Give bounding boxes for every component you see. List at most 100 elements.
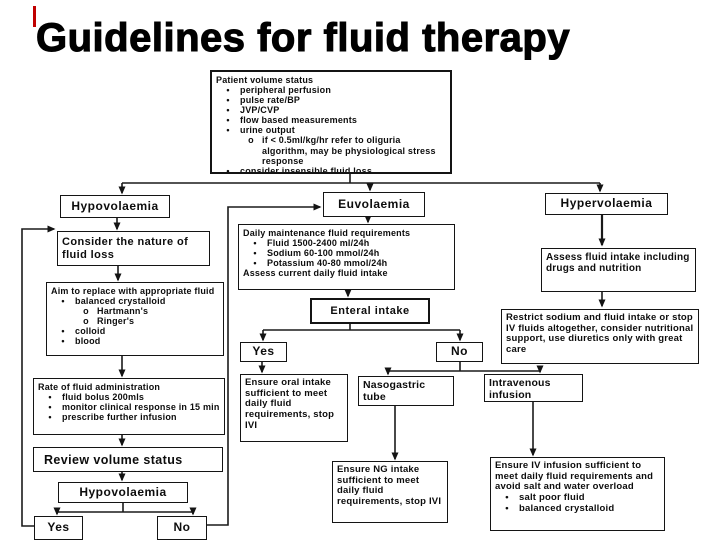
flow-text-line: Aim to replace with appropriate fluid [51, 286, 219, 296]
flow-text-line: Rate of fluid administration [38, 382, 220, 392]
bullet-dot-icon: • [226, 95, 230, 106]
flow-text-line: •pulse rate/BP [216, 95, 446, 105]
intravenous-infusion-box: Intravenous infusion [484, 374, 583, 402]
daily-maintenance-box: Daily maintenance fluid requirements•Flu… [238, 224, 455, 290]
flow-text: balanced crystalloid [519, 502, 615, 514]
bullet-circle-icon: o [248, 135, 254, 146]
bullet-dot-icon: • [61, 336, 65, 347]
flow-text: prescribe further infusion [62, 412, 177, 423]
flow-text-line: Restrict sodium and fluid intake or stop… [506, 312, 694, 356]
no-mid-split-line [388, 362, 540, 372]
flow-text-line: Hypovolaemia [79, 484, 167, 499]
flow-text: Fluid 1500-2400 ml/24h [267, 238, 370, 249]
bullet-dot-icon: • [48, 412, 52, 423]
ensure-iv-infusion-box: Ensure IV infusion sufficient to meet da… [490, 457, 665, 531]
bullet-dot-icon: • [48, 392, 52, 403]
flow-text-line: •salt poor fluid [495, 492, 660, 504]
flow-text: Aim to replace with appropriate fluid [51, 286, 215, 296]
assess-fluid-intake-box: Assess fluid intake including drugs and … [541, 248, 696, 292]
flow-text-line: Yes [47, 520, 69, 534]
consider-nature-box: Consider the nature of fluid loss [57, 231, 210, 266]
bullet-circle-icon: o [83, 306, 89, 317]
yes-bottom-left-box: Yes [34, 516, 83, 540]
flow-text-line: Patient volume status [216, 75, 446, 85]
flow-text-line: No [451, 344, 468, 358]
flow-text-line: Ensure NG intake sufficient to meet dail… [337, 464, 443, 508]
flow-text: Patient volume status [216, 75, 314, 85]
flow-text: colloid [75, 326, 106, 337]
flow-text: Review volume status [44, 452, 183, 467]
enteral-intake-box: Enteral intake [310, 298, 430, 324]
slide-title: Guidelines for fluid therapy [35, 16, 571, 60]
flow-text: Nasogastric tube [363, 379, 426, 403]
flow-text: Hypervolaemia [560, 196, 653, 211]
flow-text: urine output [240, 125, 295, 136]
flow-text: JVP/CVP [240, 105, 280, 116]
flow-text-line: • monitor clinical response in 15 min [38, 402, 220, 412]
flow-text-line: •Sodium 60-100 mmol/24h [243, 248, 450, 258]
hypo2-split-line [57, 503, 193, 513]
patient-volume-status-box: Patient volume status•peripheral perfusi… [210, 70, 452, 174]
flow-text-line: Ensure oral intake sufficient to meet da… [245, 377, 343, 431]
flow-text: Ensure IV infusion sufficient to meet da… [495, 460, 654, 493]
flow-text: monitor clinical response in 15 min [62, 402, 220, 413]
yes-feedback-loop [21, 225, 56, 527]
flow-text: Restrict sodium and fluid intake or stop… [506, 312, 694, 355]
top-split-line [122, 174, 600, 184]
flow-text-line: Ensure IV infusion sufficient to meet da… [495, 460, 660, 493]
flow-text-line: • prescribe further infusion [38, 412, 220, 422]
bullet-dot-icon: • [253, 258, 257, 269]
bullet-dot-icon: • [226, 165, 230, 174]
flow-text-line: •Fluid 1500-2400 ml/24h [243, 238, 450, 248]
flow-text-line: Intravenous infusion [489, 377, 578, 401]
flow-text: Ensure NG intake sufficient to meet dail… [337, 464, 442, 507]
red-accent-mark [33, 6, 36, 27]
flow-text-line: Consider the nature of fluid loss [62, 236, 205, 261]
flow-text-line: • balanced crystalloid [51, 296, 219, 306]
bullet-dot-icon: • [61, 326, 65, 337]
flow-text-line: Assess current daily fluid intake [243, 268, 450, 278]
flow-text: peripheral perfusion [240, 85, 332, 96]
flow-text-line: • blood [51, 336, 219, 346]
no-mid-box: No [436, 342, 483, 362]
flow-text-line: •flow based measurements [216, 115, 446, 125]
flow-text: Hypovolaemia [71, 198, 159, 213]
nasogastric-tube-box: Nasogastric tube [358, 376, 454, 406]
flow-text-line: •fluid bolus 200mls [38, 392, 220, 402]
bullet-circle-icon: o [83, 316, 89, 327]
flow-text-line: •balanced crystalloid [495, 502, 660, 515]
flow-text-line: Enteral intake [330, 305, 409, 317]
flow-text: Assess fluid intake including drugs and … [546, 252, 690, 275]
flow-text: Euvolaemia [338, 196, 410, 211]
ensure-oral-intake-box: Ensure oral intake sufficient to meet da… [240, 374, 348, 442]
flow-text-line: Daily maintenance fluid requirements [243, 228, 450, 238]
flow-text: blood [75, 336, 101, 347]
bullet-dot-icon: • [253, 248, 257, 259]
flow-text-line: o Ringer's [51, 316, 219, 326]
hypovolaemia-box: Hypovolaemia [60, 195, 170, 218]
yes-mid-box: Yes [240, 342, 287, 362]
bullet-dot-icon: • [61, 296, 65, 307]
bullet-dot-icon: • [48, 402, 52, 413]
flow-text-line: •urine output [216, 125, 446, 135]
flow-text: Hypovolaemia [79, 484, 167, 499]
flow-text-line: •JVP/CVP [216, 105, 446, 115]
flow-text: Ringer's [97, 316, 135, 327]
bullet-dot-icon: • [226, 115, 230, 126]
flow-text: Rate of fluid administration [38, 382, 161, 392]
euvolaemia-box: Euvolaemia [323, 192, 425, 217]
bullet-dot-icon: • [226, 85, 230, 96]
flow-text: No [173, 520, 191, 535]
aim-replace-box: Aim to replace with appropriate fluid•ba… [46, 282, 224, 356]
flow-text: Daily maintenance fluid requirements [243, 228, 411, 238]
flow-text-line: Euvolaemia [338, 196, 410, 211]
enteral-split-line [263, 324, 460, 331]
no-feedback-loop [207, 203, 322, 526]
flow-text-line: • colloid [51, 326, 219, 336]
rate-of-administration-box: Rate of fluid administration•fluid bolus… [33, 378, 225, 435]
flow-text-line: No [173, 520, 191, 535]
flow-text: balanced crystalloid [75, 296, 166, 307]
flow-text-line: •Potassium 40-80 mmol/24h [243, 258, 450, 268]
